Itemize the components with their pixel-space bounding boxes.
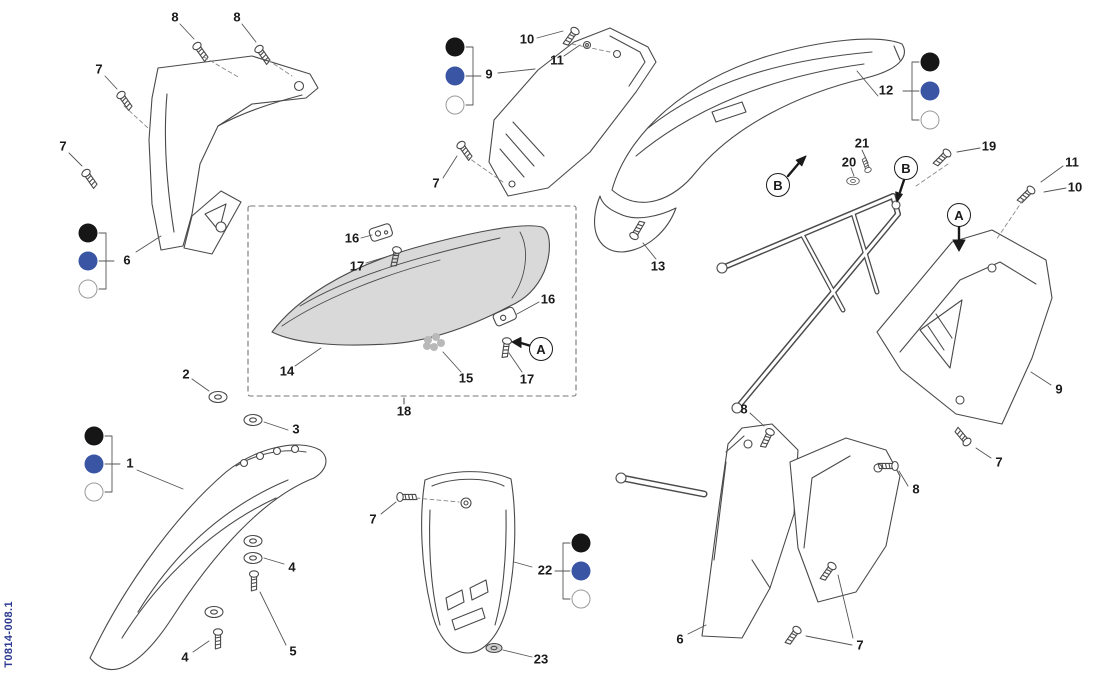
color-option-black-icon (78, 223, 98, 243)
callout-label: 10 (1067, 179, 1083, 195)
color-option-white-icon (571, 589, 591, 609)
callout-label: 7 (432, 175, 440, 191)
callout-label: 7 (995, 454, 1003, 470)
seat-logo (423, 333, 445, 351)
callout-label: 7 (856, 637, 864, 653)
callout-label: 15 (458, 370, 474, 386)
color-option-black-icon (445, 37, 465, 57)
callout-label: 13 (650, 258, 666, 274)
callout-label: 23 (533, 651, 549, 667)
color-option-white-icon (445, 95, 465, 115)
callout-label: 22 (537, 562, 553, 578)
callout-label: 7 (59, 138, 67, 154)
view-marker-a: A (947, 203, 971, 227)
callout-label: 11 (1065, 154, 1079, 170)
part-side-panel-left (488, 27, 657, 197)
color-option-black-icon (84, 426, 104, 446)
callout-label: 6 (676, 631, 684, 647)
callout-label: 8 (233, 9, 241, 25)
color-option-blue-icon (571, 561, 591, 581)
callout-label: 21 (854, 135, 870, 151)
view-marker-b: B (766, 173, 790, 197)
callout-label: 7 (95, 61, 103, 77)
callout-label: 1 (126, 455, 134, 471)
callout-label: 9 (485, 66, 493, 82)
assembly-axis-lines (123, 43, 1024, 503)
callout-label: 11 (550, 52, 564, 68)
callout-label: 4 (288, 559, 296, 575)
part-rear-fender (593, 38, 905, 253)
part-number-plate (421, 471, 516, 654)
callout-label: 17 (349, 258, 365, 274)
color-option-black-icon (571, 533, 591, 553)
callout-label: 18 (396, 403, 412, 419)
callout-label: 8 (740, 401, 748, 417)
callout-label: 6 (123, 252, 131, 268)
fastener-hardware (79, 25, 1037, 650)
callout-label: 19 (981, 138, 997, 154)
callout-label: 7 (369, 511, 377, 527)
callout-label: 4 (181, 649, 189, 665)
color-option-blue-icon (920, 81, 940, 101)
color-option-blue-icon (78, 251, 98, 271)
callout-label: 8 (912, 481, 920, 497)
part-front-mask (148, 55, 319, 255)
color-option-black-icon (920, 52, 940, 72)
callout-label: 17 (519, 371, 535, 387)
callout-label: 3 (292, 421, 300, 437)
view-marker-b: B (894, 156, 918, 180)
callout-label: 10 (519, 31, 535, 47)
seat-bracket-rear (492, 306, 517, 327)
part-subframe (716, 193, 901, 414)
color-option-white-icon (78, 279, 98, 299)
color-option-blue-icon (445, 66, 465, 86)
leader-lines (68, 23, 1067, 658)
callout-label: 2 (182, 366, 190, 382)
color-option-white-icon (920, 110, 940, 130)
color-option-brackets (98, 46, 920, 600)
part-side-panel-right (876, 229, 1053, 425)
callout-label: 16 (344, 230, 360, 246)
view-marker-a: A (529, 337, 553, 361)
doc-code: T0814-008.1 (3, 601, 15, 668)
callout-label: 12 (878, 82, 894, 98)
seat-bracket-front (368, 223, 393, 242)
callout-label: 8 (171, 9, 179, 25)
callout-label: 16 (540, 291, 556, 307)
callout-label: 14 (279, 363, 295, 379)
callout-label: 5 (289, 643, 297, 659)
callout-label: 20 (841, 154, 857, 170)
color-option-white-icon (84, 482, 104, 502)
callout-label: 9 (1055, 381, 1063, 397)
grommet (485, 642, 503, 654)
part-radiator-shrouds (615, 423, 901, 639)
part-front-fender (89, 444, 327, 670)
color-option-blue-icon (84, 454, 104, 474)
